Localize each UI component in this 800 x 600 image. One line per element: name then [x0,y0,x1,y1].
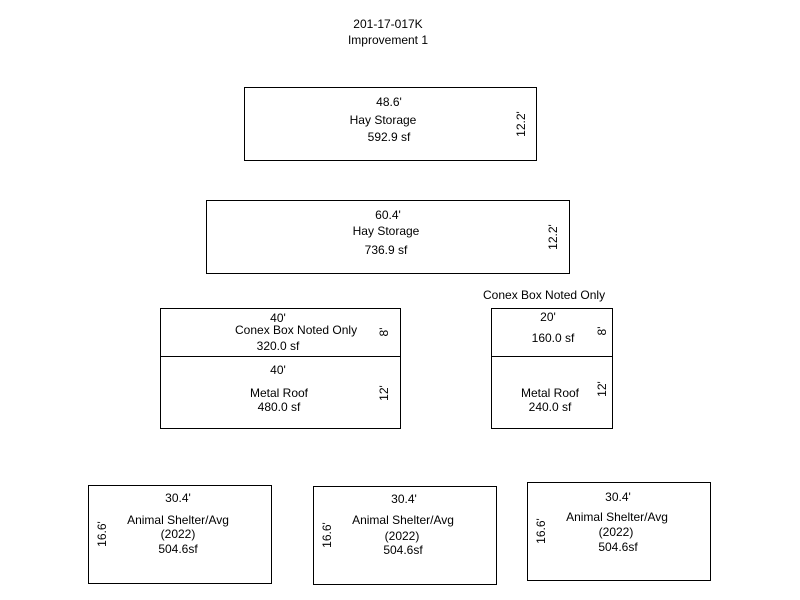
conex-right-width: 20' [540,310,556,324]
conex-right-area: 160.0 sf [531,331,575,345]
hay-storage-1-width: 48.6' [376,95,402,109]
animal-shelter-3-outline [527,482,711,581]
conex-roof-left-divider [160,356,401,357]
roof-left-width: 40' [270,363,286,377]
animal-shelter-3-year: (2022) [598,525,634,539]
conex-left-label: Conex Box Noted Only [235,323,358,337]
conex-left-depth: 8' [377,327,391,337]
conex-roof-right-outline [491,308,613,429]
roof-right-label: Metal Roof [520,386,580,400]
roof-right-area: 240.0 sf [528,400,572,414]
hay-storage-2-label: Hay Storage [352,224,420,238]
animal-shelter-2-year: (2022) [384,529,420,543]
animal-shelter-2-area: 504.6sf [383,543,423,557]
animal-shelter-1-area: 504.6sf [158,542,198,556]
animal-shelter-1-width: 30.4' [165,491,191,505]
animal-shelter-3-label: Animal Shelter/Avg [566,510,668,524]
hay-storage-2-area: 736.9 sf [364,243,408,257]
hay-storage-2-width: 60.4' [375,208,401,222]
animal-shelter-2-depth: 16.6' [320,522,334,548]
animal-shelter-1-label: Animal Shelter/Avg [127,513,229,527]
animal-shelter-1-outline [88,485,272,584]
hay-storage-2-depth: 12.2' [546,224,560,250]
animal-shelter-1-depth: 16.6' [95,521,109,547]
conex-right-note: Conex Box Noted Only [483,288,606,302]
conex-roof-left-outline [160,308,401,429]
animal-shelter-2-outline [313,486,497,585]
hay-storage-1-label: Hay Storage [349,113,417,127]
hay-storage-1-depth: 12.2' [514,111,528,137]
hay-storage-1-outline [244,87,537,161]
animal-shelter-3-area: 504.6sf [598,540,638,554]
roof-left-label: Metal Roof [249,386,309,400]
improvement-title: Improvement 1 [347,33,429,47]
animal-shelter-3-width: 30.4' [605,490,631,504]
parcel-id: 201-17-017K [353,17,423,31]
animal-shelter-2-width: 30.4' [391,492,417,506]
conex-left-area: 320.0 sf [256,339,300,353]
conex-left-width: 40' [270,311,286,325]
roof-right-depth: 12' [595,381,609,397]
conex-roof-right-divider [491,356,613,357]
roof-left-depth: 12' [377,385,391,401]
animal-shelter-2-label: Animal Shelter/Avg [352,513,454,527]
animal-shelter-3-depth: 16.6' [534,518,548,544]
conex-right-depth: 8' [595,326,609,336]
roof-left-area: 480.0 sf [257,400,301,414]
animal-shelter-1-year: (2022) [160,527,196,541]
hay-storage-1-area: 592.9 sf [367,130,411,144]
hay-storage-2-outline [206,200,570,274]
